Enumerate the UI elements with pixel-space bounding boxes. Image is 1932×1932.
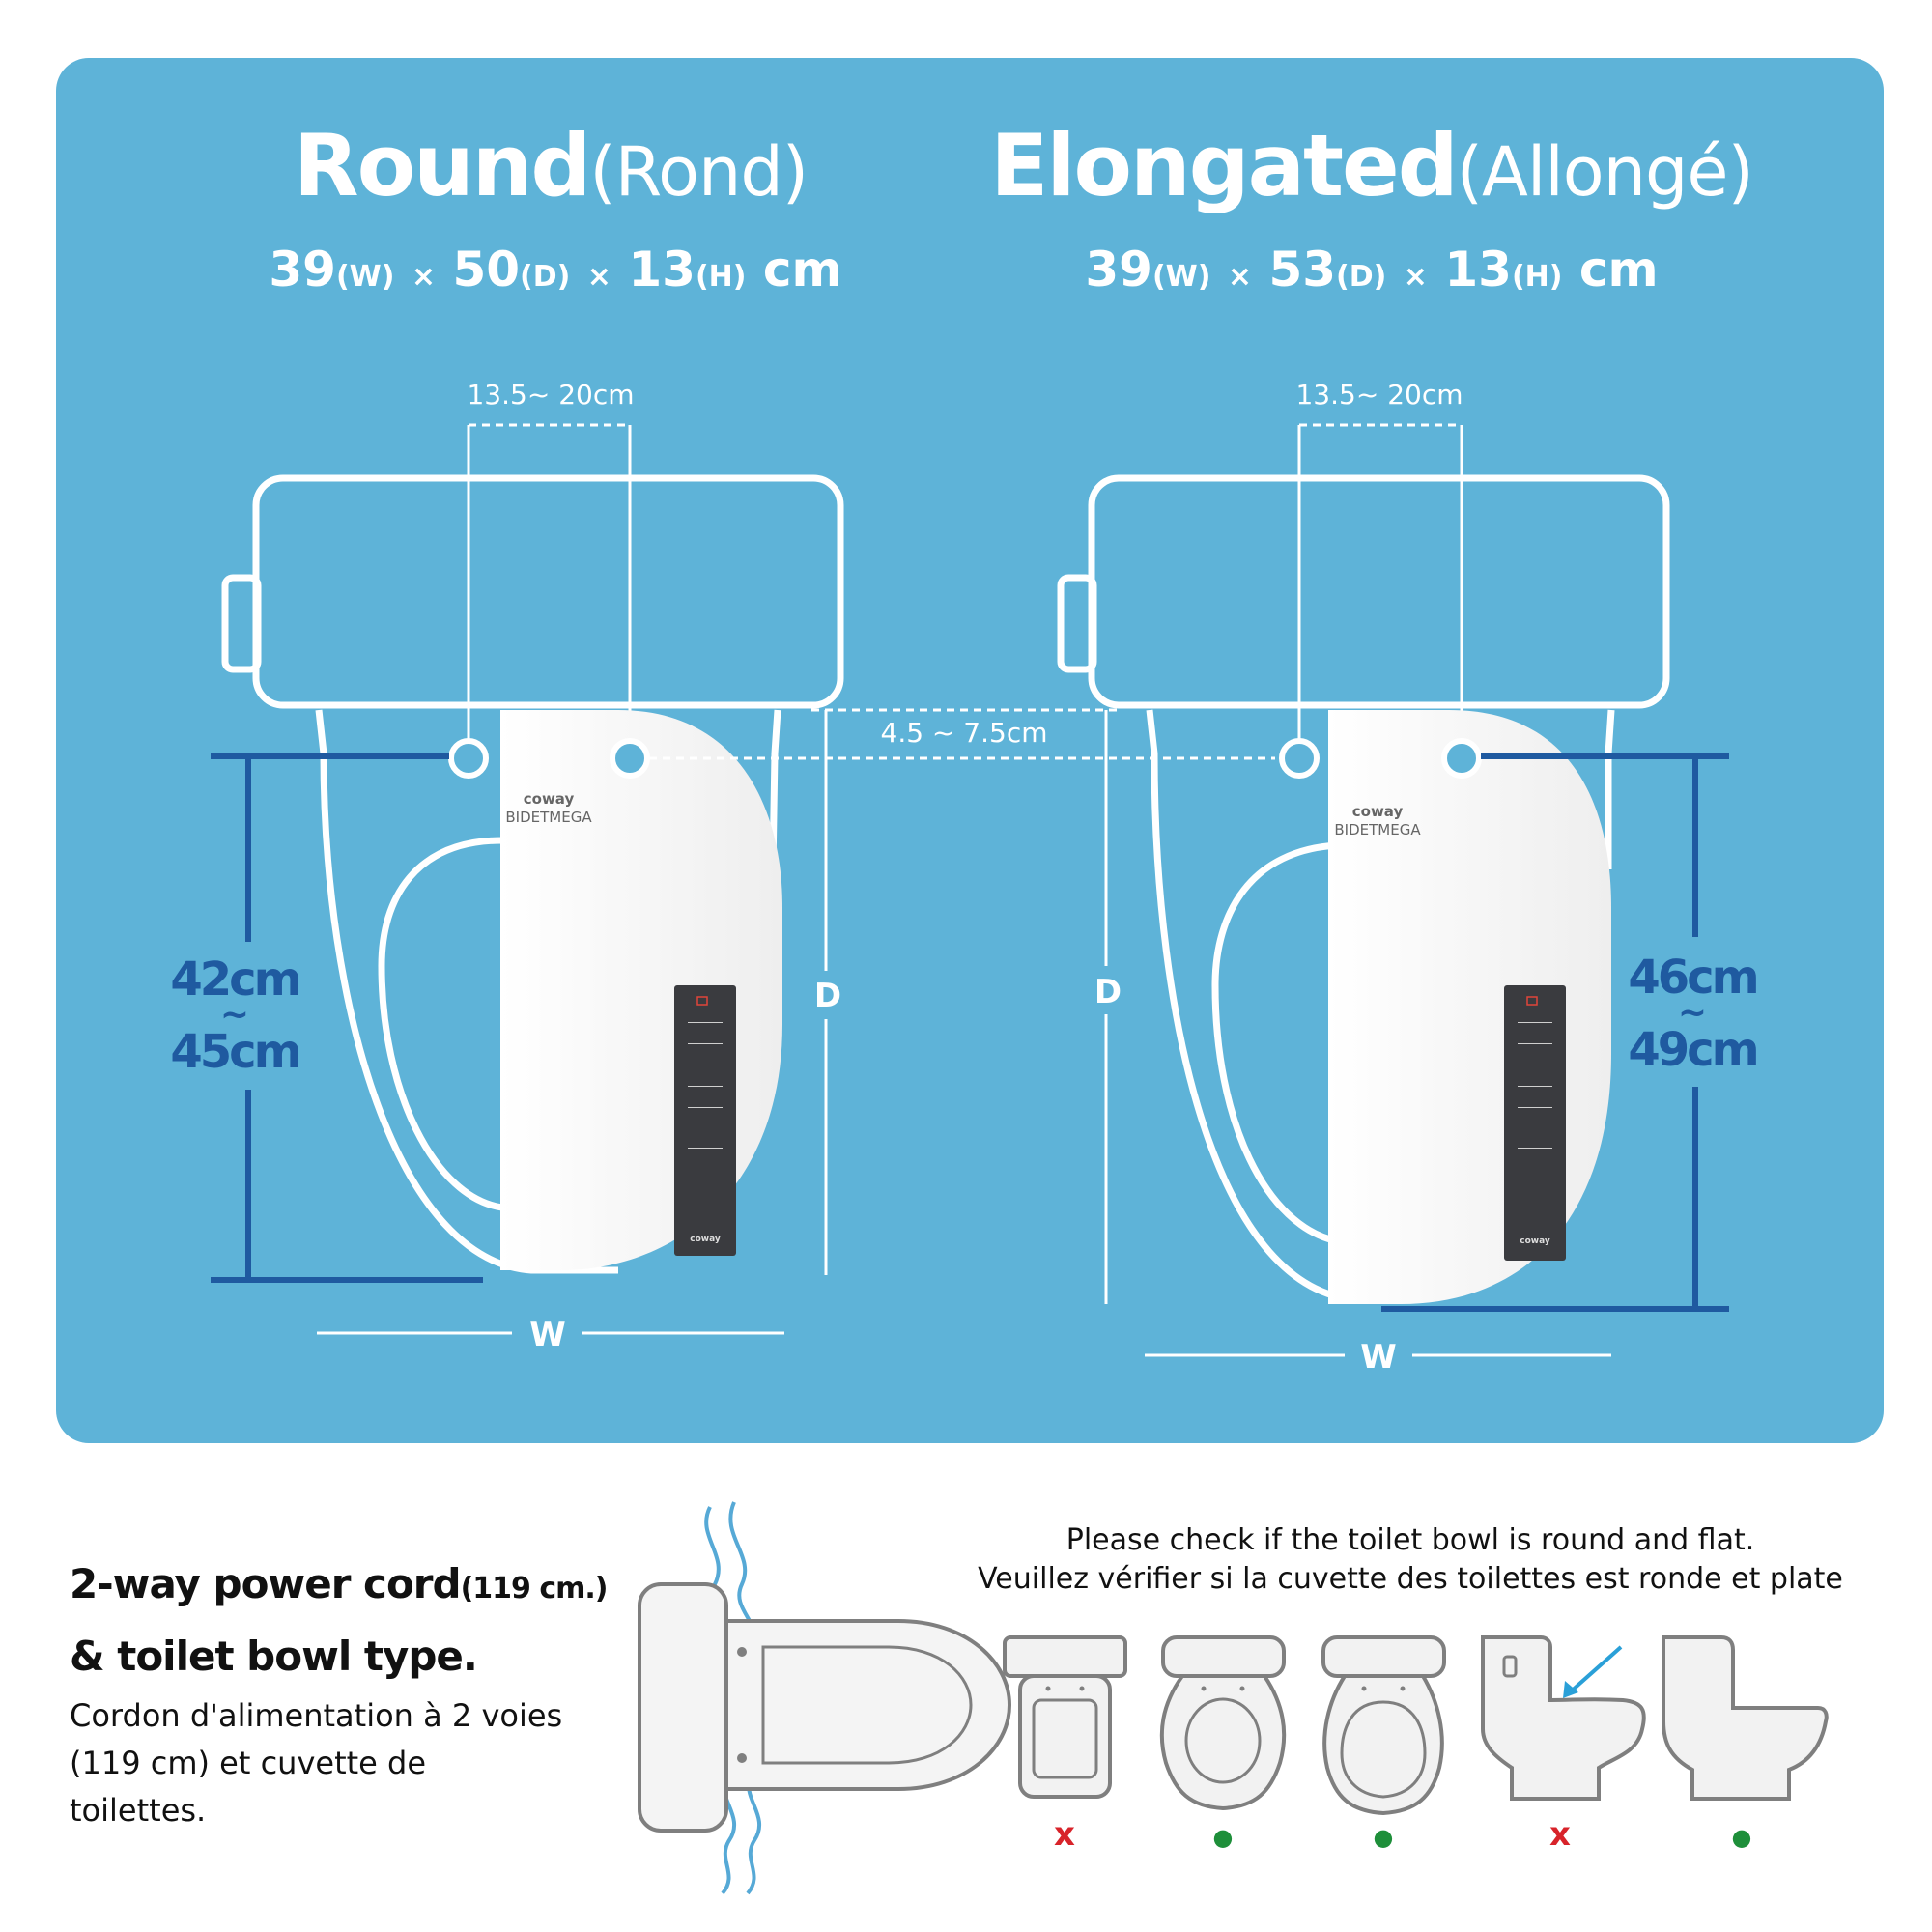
elongated-height-tilde: ~ xyxy=(1678,993,1707,1033)
round-height-max: 45cm xyxy=(170,1025,298,1079)
round-toilet-diagram: 13.5~ 20cm coway BIDETMEGA xyxy=(170,379,1275,1354)
elongated-width-label: W xyxy=(1360,1338,1397,1377)
power-cord-bottom-right xyxy=(746,1776,762,1895)
round-bolt-spacing-label: 13.5~ 20cm xyxy=(467,379,634,411)
check-english: Please check if the toilet bowl is round… xyxy=(1065,1523,1755,1557)
bowl-mark-5: ● xyxy=(1732,1824,1752,1851)
heading-line-1: 2-way power cord(119 cm.) xyxy=(70,1560,609,1607)
check-french: Veuillez vérifier si la cuvette des toil… xyxy=(978,1562,1843,1596)
round-dimensions: 39(W) × 50(D) × 13(H) cm xyxy=(269,242,842,298)
elongated-seat-brand: coway xyxy=(1352,803,1404,820)
top-view-tank xyxy=(638,1582,728,1833)
tank-gap-label: 4.5 ~ 7.5cm xyxy=(881,717,1048,749)
round-seat-model: BIDETMEGA xyxy=(505,809,592,826)
elongated-bolt-spacing-label: 13.5~ 20cm xyxy=(1295,379,1463,411)
round-remote-control: coway xyxy=(674,985,736,1256)
round-width-label: W xyxy=(529,1316,566,1354)
bowl-type-one-piece-flat xyxy=(1662,1635,1829,1801)
round-height-min: 42cm xyxy=(170,952,298,1007)
heading-french: Cordon d'alimentation à 2 voies (119 cm)… xyxy=(70,1697,563,1829)
power-cord-heading: 2-way power cord(119 cm.) & toilet bowl … xyxy=(70,1550,611,1834)
elongated-remote-control: coway xyxy=(1504,985,1566,1261)
round-depth-label: D xyxy=(814,977,841,1015)
round-remote-brand: coway xyxy=(690,1235,721,1244)
round-tank-handle xyxy=(221,574,262,673)
bowl-type-square xyxy=(1003,1635,1127,1799)
elongated-dimensions: 39(W) × 53(D) × 13(H) cm xyxy=(1085,242,1659,298)
round-seat-brand: coway xyxy=(524,790,575,808)
elongated-bolt-hole-right xyxy=(1441,738,1482,779)
round-bolt-hole-left xyxy=(448,738,489,779)
elongated-title: Elongated(Allongé) xyxy=(990,116,1754,215)
elongated-tank-handle xyxy=(1057,574,1097,673)
bowl-mark-2: ● xyxy=(1213,1824,1234,1851)
bowl-type-round xyxy=(1159,1635,1287,1811)
elongated-depth-label: D xyxy=(1094,973,1122,1011)
bowl-type-one-piece-curved xyxy=(1481,1635,1646,1801)
bowl-check-instruction: Please check if the toilet bowl is round… xyxy=(956,1521,1864,1599)
elongated-tank-outline xyxy=(1088,474,1670,709)
round-title: Round(Rond) xyxy=(293,116,809,215)
heading-line-2: & toilet bowl type. xyxy=(70,1633,478,1680)
elongated-toilet-diagram: 13.5~ 20cm coway BIDETMEGA coway xyxy=(1057,379,1760,1377)
bowl-type-elongated xyxy=(1321,1635,1446,1816)
elongated-height-min: 46cm xyxy=(1628,951,1756,1005)
bowl-mark-4: x xyxy=(1549,1815,1571,1854)
round-height-tilde: ~ xyxy=(220,995,249,1035)
elongated-bolt-hole-left xyxy=(1279,738,1320,779)
round-tank-outline xyxy=(252,474,844,709)
elongated-seat-model: BIDETMEGA xyxy=(1334,821,1421,838)
bowl-arrow xyxy=(1568,1645,1623,1694)
bowl-mark-1: x xyxy=(1054,1815,1075,1854)
round-bolt-hole-right xyxy=(610,738,650,779)
power-cord-illustration xyxy=(638,1501,1012,1895)
elongated-height-max: 49cm xyxy=(1628,1023,1756,1077)
bowl-mark-3: ● xyxy=(1374,1824,1394,1851)
elongated-bidet-seat xyxy=(1328,710,1611,1304)
elongated-remote-brand: coway xyxy=(1520,1236,1550,1246)
